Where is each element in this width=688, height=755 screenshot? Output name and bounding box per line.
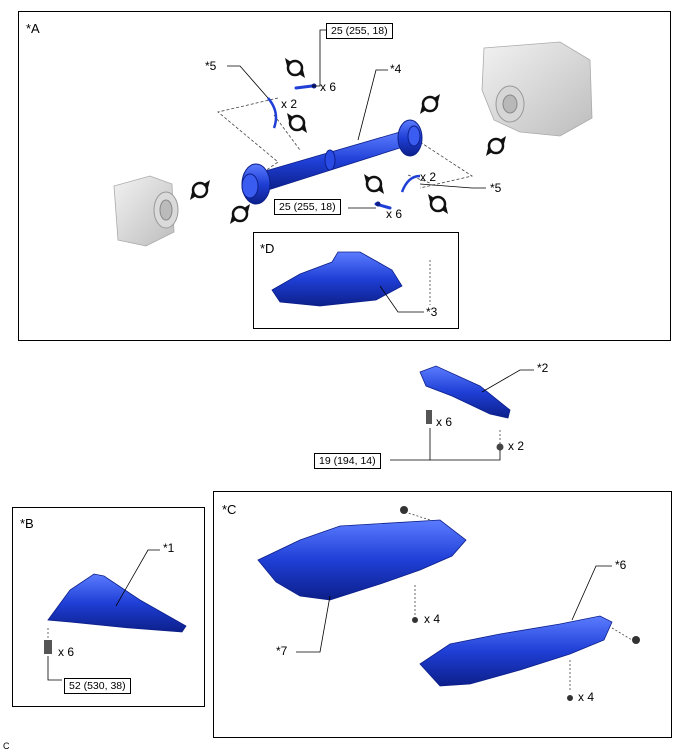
bracket-2 xyxy=(419,365,511,419)
torque-box-front-shaft: 25 (255, 18) xyxy=(326,23,393,39)
callout-5-front: *5 xyxy=(205,59,217,73)
cover-1-bolt xyxy=(44,640,52,654)
cover-7 xyxy=(257,519,467,601)
callout-5-rear: *5 xyxy=(490,181,502,195)
qty-washer-front: x 2 xyxy=(281,97,298,111)
qty-cover-c1-bolts: x 4 xyxy=(424,612,441,626)
transmission-ghost xyxy=(113,175,179,247)
qty-bolts-front: x 6 xyxy=(320,80,337,94)
qty-cover-c2-bolts: x 4 xyxy=(578,690,595,704)
view-c-label: *C xyxy=(222,502,237,517)
cover-1 xyxy=(47,573,187,633)
callout-3: *3 xyxy=(426,305,438,319)
bracket-fasteners xyxy=(426,410,504,451)
torque-box-rear-shaft: 25 (255, 18) xyxy=(274,199,341,215)
qty-bracket-bolts: x 6 xyxy=(436,415,453,429)
callout-6: *6 xyxy=(615,558,627,572)
torque-box-bracket: 19 (194, 14) xyxy=(314,453,381,469)
washers xyxy=(267,97,421,193)
alignment-lines xyxy=(47,97,633,690)
callout-1: *1 xyxy=(163,541,175,555)
qty-washer-rear: x 2 xyxy=(420,170,437,184)
callout-4: *4 xyxy=(390,62,402,76)
view-d-label: *D xyxy=(260,241,275,256)
callout-7: *7 xyxy=(276,644,288,658)
view-b-label: *B xyxy=(20,516,34,531)
qty-bolts-rear: x 6 xyxy=(386,207,403,221)
torque-box-cover-b: 52 (530, 38) xyxy=(64,678,131,694)
qty-bracket-clips: x 2 xyxy=(508,439,525,453)
qty-cover-b-bolts: x 6 xyxy=(58,645,75,659)
callout-2: *2 xyxy=(537,361,549,375)
propeller-shaft xyxy=(241,119,423,205)
cover-c-fasteners xyxy=(400,506,640,701)
leader-lines xyxy=(47,29,612,681)
rotation-symbols xyxy=(190,58,506,224)
view-a-label: *A xyxy=(26,21,40,36)
cover-3 xyxy=(271,251,403,307)
figure-code: C xyxy=(3,741,10,751)
differential-ghost xyxy=(481,41,593,137)
cover-6 xyxy=(419,615,613,687)
